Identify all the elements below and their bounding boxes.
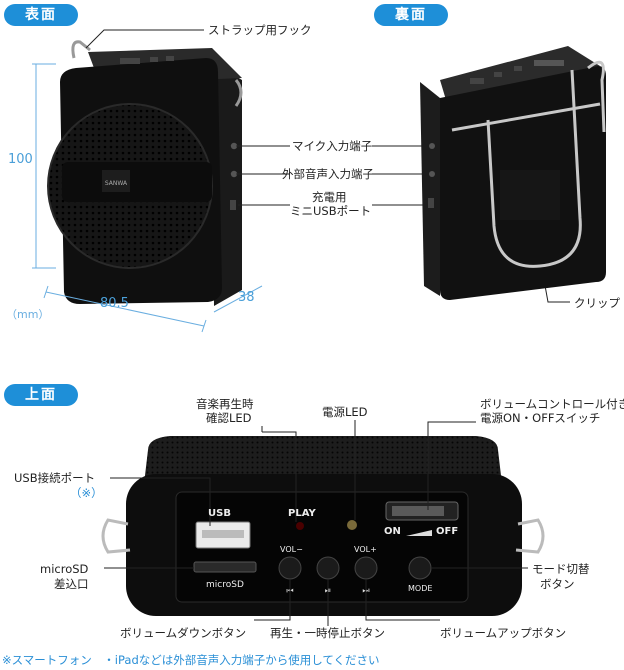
ext-audio-input-label: 外部音声入力端子 — [282, 167, 374, 181]
play-pause-callout: 再生・一時停止ボタン — [270, 626, 385, 640]
volume-switch-label-2: 電源ON・OFFスイッチ — [480, 411, 601, 425]
front-device: SANWA — [47, 40, 243, 306]
microsd-callout-1: microSD — [40, 562, 89, 576]
dimension-width: 80.5 — [100, 296, 129, 311]
strap-hook-label: ストラップ用フック — [208, 23, 312, 37]
section-top-label: 上面 — [4, 384, 78, 406]
dimension-lines — [32, 63, 263, 333]
charging-port-label-2: ミニUSBポート — [290, 204, 372, 218]
switch-off-label: OFF — [436, 526, 459, 537]
section-front-label: 表面 — [4, 4, 78, 26]
clip-label: クリップ — [574, 296, 620, 310]
top-callouts — [104, 420, 528, 626]
usb-port-label: USB — [208, 508, 231, 519]
footnote: ※スマートフォン ・iPadなどは外部音声入力端子から使用してください — [2, 653, 380, 667]
microsd-callout-2: 差込口 — [54, 577, 89, 591]
brand-logo: SANWA — [105, 180, 128, 187]
dimension-depth: 38 — [238, 290, 255, 305]
top-device: ⏮ ⏯ ⏭ — [101, 436, 545, 616]
play-led-label: PLAY — [288, 508, 316, 519]
mode-switch-callout-1: モード切替 — [532, 562, 590, 576]
dimension-height: 100 — [8, 152, 33, 167]
dimension-unit: （mm） — [6, 308, 50, 321]
vol-up-text: VOL+ — [354, 545, 377, 554]
vol-up-callout: ボリュームアップボタン — [440, 626, 567, 640]
usb-port-callout-1: USB接続ポート — [14, 471, 96, 485]
mode-button-text: MODE — [408, 584, 433, 593]
play-led-callout-1: 音楽再生時 — [196, 397, 254, 411]
volume-switch-label-1: ボリュームコントロール付き — [480, 397, 624, 411]
mic-input-label: マイク入力端子 — [292, 139, 373, 153]
microsd-slot-label: microSD — [206, 580, 244, 590]
mode-switch-callout-2: ボタン — [540, 577, 575, 591]
play-led-callout-2: 確認LED — [206, 411, 252, 425]
back-device — [420, 46, 606, 300]
usb-port-callout-2: （※） — [70, 486, 103, 500]
power-led-label: 電源LED — [322, 405, 368, 419]
switch-on-label: ON — [384, 526, 401, 537]
charging-port-label-1: 充電用 — [312, 190, 347, 204]
section-back-label: 裏面 — [374, 4, 448, 26]
vol-down-callout: ボリュームダウンボタン — [120, 626, 247, 640]
vol-down-text: VOL− — [280, 545, 303, 554]
